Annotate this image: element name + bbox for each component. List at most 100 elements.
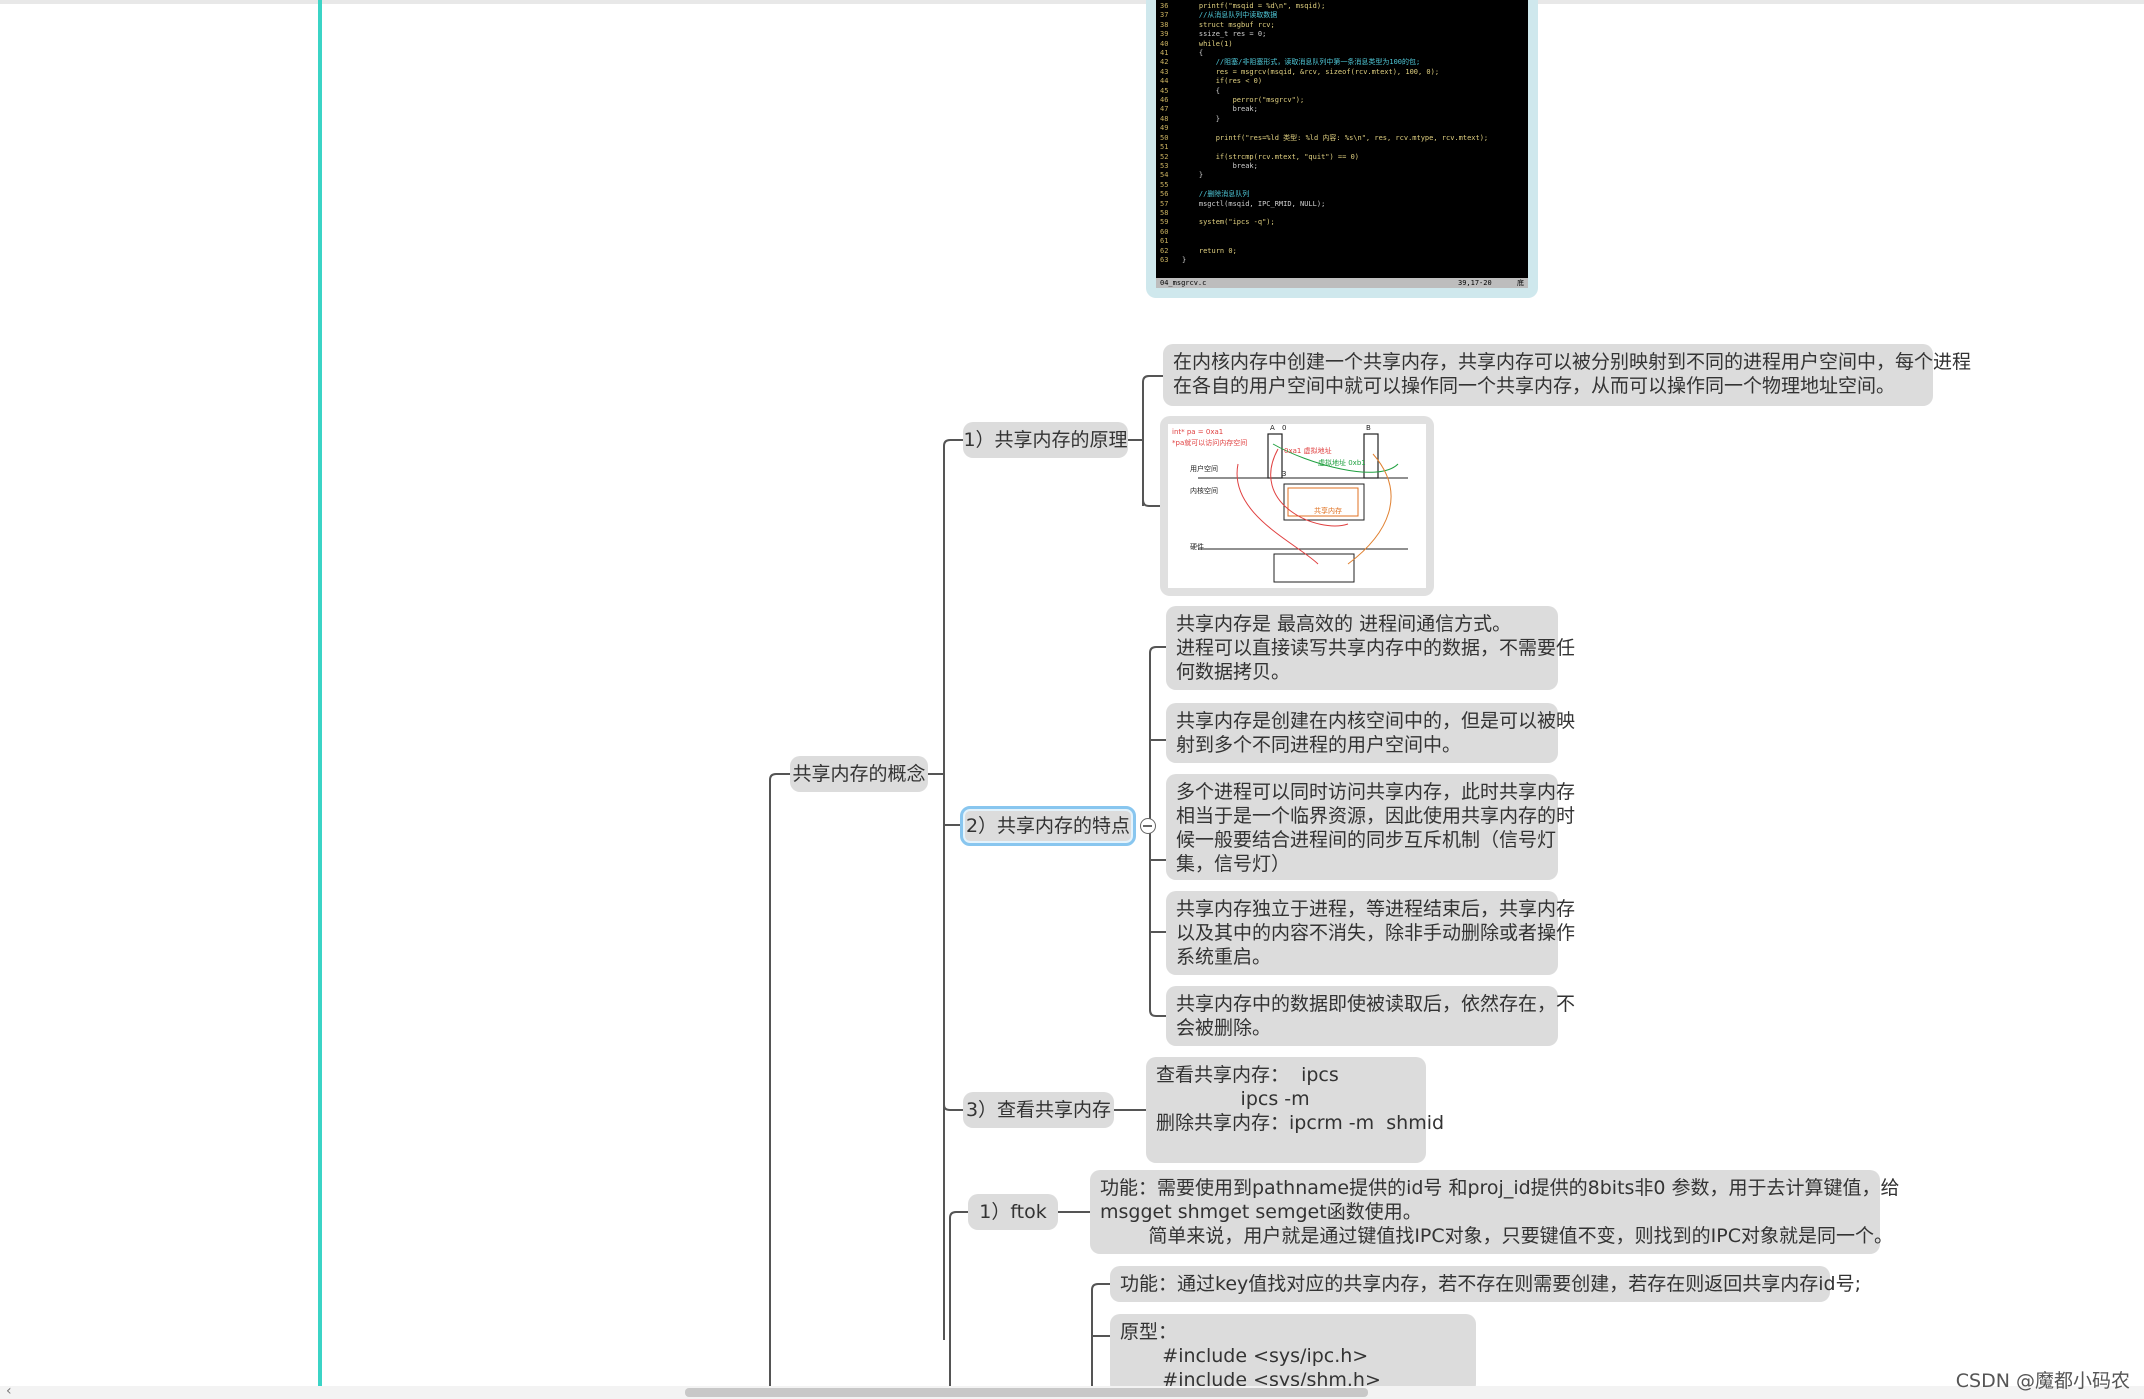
code-line-number: 50 [1160, 133, 1169, 142]
text-line: 共享内存独立于进程，等进程结束后，共享内存 [1176, 898, 1576, 920]
text-line: 共享内存是 最高效的 进程间通信方式。 [1176, 613, 1512, 635]
code-line-number: 48 [1160, 114, 1169, 123]
editor-status-position: 39,17-20 [1457, 279, 1492, 287]
text-line: 射到多个不同进程的用户空间中。 [1176, 734, 1462, 756]
editor-status-bar: 04_msgrcv.c 39,17-20 底 [1156, 278, 1528, 288]
code-line: 57 msgctl(msqid, IPC_RMID, NULL); [1160, 200, 1524, 209]
shm-diagram-frame[interactable]: int* pa = 0xa1 *pa就可以访问内存空间 0xa1 虚拟地址 虚拟… [1160, 416, 1434, 596]
text-line: 候一般要结合进程间的同步互斥机制（信号灯 [1176, 829, 1557, 851]
code-line-number: 37 [1160, 11, 1169, 20]
main-branch-line [318, 0, 322, 1390]
shmget-function-desc[interactable]: 功能：通过key值找对应的共享内存，若不存在则需要创建，若存在则返回共享内存id… [1110, 1266, 1861, 1302]
code-line: 61 [1160, 237, 1524, 246]
code-line-number: 60 [1160, 227, 1169, 236]
code-line-number: 44 [1160, 77, 1169, 86]
shm-diagram-drawing [1198, 433, 1408, 583]
code-line-text: //删除消息队列 [1182, 190, 1250, 199]
code-line: 47 break; [1160, 105, 1524, 114]
code-line-number: 43 [1160, 67, 1169, 76]
code-line-number: 63 [1160, 255, 1169, 264]
topic-ftok[interactable]: 1）ftok [968, 1194, 1058, 1230]
collapse-toggle-icon[interactable] [1140, 818, 1156, 834]
shm-diagram-image: int* pa = 0xa1 *pa就可以访问内存空间 0xa1 虚拟地址 虚拟… [1168, 424, 1426, 588]
shmget-prototype[interactable]: 原型： #include <sys/ipc.h> #include <sys/s… [1110, 1314, 1476, 1394]
code-line-text: ssize_t res = 0; [1182, 30, 1267, 39]
text-line: 简单来说，用户就是通过键值找IPC对象，只要键值不变，则找到的IPC对象就是同一… [1100, 1225, 1893, 1247]
diagram-label-a: A [1270, 424, 1275, 432]
code-line-number: 41 [1160, 49, 1169, 58]
diagram-label-hardware: 硬件 [1190, 543, 1204, 551]
code-line: 60 [1160, 228, 1524, 237]
text-line: 功能：需要使用到pathname提供的id号 和proj_id提供的8bits非… [1100, 1177, 1900, 1199]
code-line: 58 [1160, 209, 1524, 218]
code-line-text: break; [1182, 105, 1258, 114]
text-line: 相当于是一个临界资源，因此使用共享内存的时 [1176, 805, 1576, 827]
code-line-text: } [1182, 114, 1220, 123]
code-lines: 36 printf("msqid = %d\n", msqid);37 //从消… [1160, 2, 1524, 265]
code-line-text: if(res < 0) [1182, 77, 1263, 86]
code-line: 62 return 0; [1160, 247, 1524, 256]
code-line-number: 61 [1160, 237, 1169, 246]
feature-item-4[interactable]: 共享内存独立于进程，等进程结束后，共享内存 以及其中的内容不消失，除非手动删除或… [1166, 891, 1576, 975]
code-line-text: return 0; [1182, 246, 1237, 255]
text-line: 原型： [1120, 1321, 1178, 1343]
horizontal-scrollbar-thumb[interactable] [685, 1388, 1368, 1397]
scroll-left-icon[interactable]: ‹ [6, 1383, 12, 1399]
topic-shm-features[interactable]: 2）共享内存的特点 [960, 806, 1136, 846]
code-line: 48 } [1160, 115, 1524, 124]
principle-description[interactable]: 在内核内存中创建一个共享内存，共享内存可以被分别映射到不同的进程用户空间中，每个… [1163, 344, 1971, 406]
code-line: 55 [1160, 181, 1524, 190]
code-line-number: 59 [1160, 218, 1169, 227]
code-line-number: 47 [1160, 105, 1169, 114]
code-line-text: } [1182, 255, 1187, 264]
topic-label: 1）ftok [979, 1201, 1047, 1223]
code-line: 39 ssize_t res = 0; [1160, 30, 1524, 39]
text-line: 共享内存是创建在内核空间中的，但是可以被映 [1176, 710, 1576, 732]
feature-item-3[interactable]: 多个进程可以同时访问共享内存，此时共享内存 相当于是一个临界资源，因此使用共享内… [1166, 774, 1576, 880]
code-line-text: //阻塞/非阻塞形式，读取消息队列中第一条消息类型为100的包; [1182, 58, 1421, 67]
code-line-number: 53 [1160, 161, 1169, 170]
code-line-text: { [1182, 86, 1220, 95]
code-line: 43 res = msgrcv(msqid, &rcv, sizeof(rcv.… [1160, 68, 1524, 77]
topic-shm-principle[interactable]: 1）共享内存的原理 [963, 422, 1128, 458]
code-line: 41 { [1160, 49, 1524, 58]
text-line: 集，信号灯） [1176, 853, 1291, 875]
feature-item-2[interactable]: 共享内存是创建在内核空间中的，但是可以被映 射到多个不同进程的用户空间中。 [1166, 703, 1576, 763]
top-divider [0, 0, 2144, 4]
text-line: 以及其中的内容不消失，除非手动删除或者操作 [1176, 922, 1576, 944]
feature-item-1[interactable]: 共享内存是 最高效的 进程间通信方式。 进程可以直接读写共享内存中的数据，不需要… [1166, 606, 1575, 690]
code-line-number: 46 [1160, 96, 1169, 105]
code-editor-screenshot: 36 printf("msqid = %d\n", msqid);37 //从消… [1156, 0, 1528, 288]
code-line-number: 54 [1160, 171, 1169, 180]
code-line-number: 42 [1160, 58, 1169, 67]
code-line: 56 //删除消息队列 [1160, 190, 1524, 199]
code-line: 49 [1160, 124, 1524, 133]
code-line-text: //从消息队列中读取数据 [1182, 11, 1278, 20]
feature-item-5[interactable]: 共享内存中的数据即使被读取后，依然存在，不 会被删除。 [1166, 986, 1575, 1046]
code-line: 45 { [1160, 87, 1524, 96]
ftok-description[interactable]: 功能：需要使用到pathname提供的id号 和proj_id提供的8bits非… [1090, 1170, 1900, 1254]
code-line-number: 57 [1160, 199, 1169, 208]
code-line-text: printf("msqid = %d\n", msqid); [1182, 2, 1326, 10]
editor-status-scroll: 底 [1517, 279, 1524, 287]
code-line-text: } [1182, 171, 1204, 180]
diagram-label-pointer: int* pa = 0xa1 [1172, 428, 1224, 436]
diagram-label-0: 0 [1282, 424, 1287, 432]
text-line: 在各自的用户空间中就可以操作同一个共享内存，从而可以操作同一个物理地址空间。 [1173, 375, 1896, 397]
code-line-text: printf("res=%ld 类型: %ld 内容: %s\n", res, … [1182, 133, 1489, 142]
code-line-text: struct msgbuf rcv; [1182, 20, 1275, 29]
topic-label: 共享内存的概念 [792, 763, 926, 785]
diagram-label-shm: 共享内存 [1314, 507, 1342, 515]
diagram-label-3: 3 [1282, 470, 1287, 478]
text-line: 会被删除。 [1176, 1017, 1272, 1039]
code-line-text: { [1182, 49, 1204, 58]
text-line: ipcs -m [1156, 1088, 1310, 1110]
code-line: 37 //从消息队列中读取数据 [1160, 11, 1524, 20]
code-line-text: while(1) [1182, 39, 1233, 48]
view-shm-commands[interactable]: 查看共享内存： ipcs ipcs -m 删除共享内存：ipcrm -m shm… [1146, 1057, 1444, 1163]
topic-view-shm[interactable]: 3）查看共享内存 [963, 1092, 1114, 1128]
topic-shared-memory-concept[interactable]: 共享内存的概念 [790, 756, 928, 792]
code-line: 36 printf("msqid = %d\n", msqid); [1160, 2, 1524, 11]
code-line: 59 system("ipcs -q"); [1160, 218, 1524, 227]
